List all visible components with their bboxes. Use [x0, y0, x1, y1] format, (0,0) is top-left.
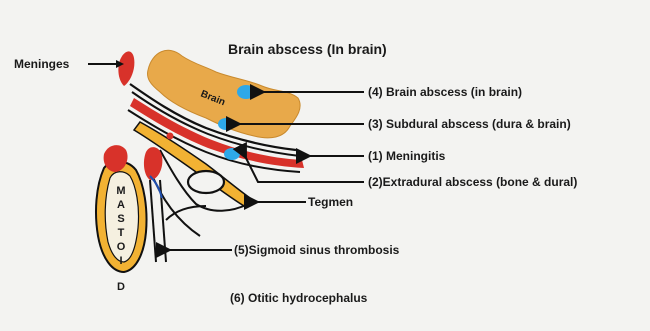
brain-abscess-spot	[237, 85, 255, 99]
extradural-abscess-spot	[224, 148, 240, 160]
label-extradural: (2)Extradural abscess (bone & dural)	[368, 175, 577, 189]
label-tegmen: Tegmen	[308, 195, 353, 209]
label-sigmoid-sinus: (5)Sigmoid sinus thrombosis	[234, 243, 400, 257]
extradural-dot	[167, 133, 174, 140]
mastoid-letter: M	[116, 185, 125, 197]
label-otitic-hydrocephalus: (6) Otitic hydrocephalus	[230, 291, 368, 305]
middle-ear-oval	[188, 171, 224, 193]
mastoid-letter: I	[119, 255, 122, 267]
label-meninges: Meninges	[14, 57, 70, 71]
cavity-line-3	[166, 206, 206, 220]
mastoid-letter: D	[117, 281, 125, 293]
mastoid-letter: O	[117, 241, 126, 253]
mastoid-letter: A	[117, 199, 125, 211]
label-subdural: (3) Subdural abscess (dura & brain)	[368, 117, 571, 131]
mastoid-letter: S	[117, 213, 124, 225]
meninges-band-upper	[118, 51, 134, 86]
subdural-abscess-spot	[218, 118, 234, 130]
mastoid-letter: T	[118, 227, 125, 239]
label-meningitis: (1) Meningitis	[368, 149, 446, 163]
sinus-red-cap	[144, 147, 162, 180]
sigmoid-sinus-line-1	[150, 180, 156, 262]
diagram-title: Brain abscess (In brain)	[228, 41, 387, 57]
label-brain-abscess: (4) Brain abscess (in brain)	[368, 85, 522, 99]
